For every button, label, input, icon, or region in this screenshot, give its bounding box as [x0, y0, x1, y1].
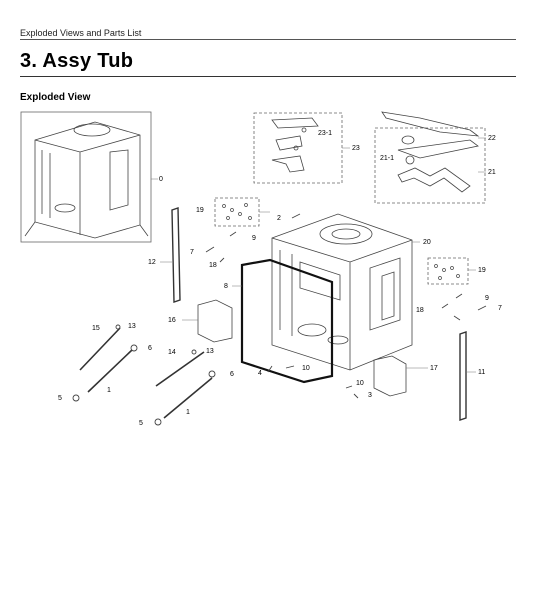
callout-21: 21 [488, 169, 496, 176]
callout-8: 8 [224, 283, 228, 290]
callout-7a: 7 [190, 249, 194, 256]
door-gasket [240, 258, 334, 384]
callout-23-1: 23-1 [318, 130, 332, 137]
callout-10b: 10 [356, 380, 364, 387]
callout-6a: 6 [148, 345, 152, 352]
callout-6b: 6 [230, 371, 234, 378]
callout-9a: 9 [252, 235, 256, 242]
callout-3: 3 [368, 392, 372, 399]
right-side-strip [459, 331, 467, 421]
callout-20: 20 [423, 239, 431, 246]
callout-5b: 5 [139, 420, 143, 427]
callout-2: 2 [277, 215, 281, 222]
callout-13b: 13 [206, 348, 214, 355]
callout-13a: 13 [128, 323, 136, 330]
callout-11: 11 [478, 369, 485, 376]
overview-thumbnail [20, 111, 152, 243]
part-23-group [253, 112, 343, 184]
callout-23: 23 [352, 145, 360, 152]
callout-18a: 18 [209, 262, 217, 269]
callout-9b: 9 [485, 295, 489, 302]
leader-lines [151, 137, 486, 373]
section-header: Exploded Views and Parts List [20, 28, 142, 38]
page-title: 3. Assy Tub [20, 50, 134, 72]
small-parts [72, 213, 487, 426]
callout-22: 22 [488, 135, 496, 142]
callout-14: 14 [168, 349, 176, 356]
callout-19b: 19 [478, 267, 486, 274]
callout-7b: 7 [498, 305, 502, 312]
bracket-right [373, 355, 407, 397]
title-divider [20, 76, 516, 77]
part-19-group-right [427, 257, 469, 285]
callout-12: 12 [148, 259, 156, 266]
callout-17: 17 [430, 365, 438, 372]
callout-0: 0 [159, 176, 163, 183]
left-side-strip [171, 207, 181, 303]
main-tub [271, 213, 413, 371]
callout-21-1: 21-1 [380, 155, 394, 162]
callout-19a: 19 [196, 207, 204, 214]
callout-5a: 5 [58, 395, 62, 402]
header-divider [20, 39, 516, 40]
part-21-group [374, 111, 486, 204]
bracket-left [197, 299, 233, 343]
callout-1a: 1 [107, 387, 111, 394]
callout-16: 16 [168, 317, 176, 324]
callout-labels: 0 1 1 2 3 4 5 5 6 6 7 7 8 9 9 10 10 11 1… [58, 130, 502, 427]
callout-18b: 18 [416, 307, 424, 314]
callout-4: 4 [258, 370, 262, 377]
callout-10a: 10 [302, 365, 310, 372]
callout-1b: 1 [186, 409, 190, 416]
section-subtitle: Exploded View [20, 92, 91, 103]
part-19-group-left [214, 197, 260, 227]
callout-15: 15 [92, 325, 100, 332]
rail-parts [79, 327, 213, 419]
